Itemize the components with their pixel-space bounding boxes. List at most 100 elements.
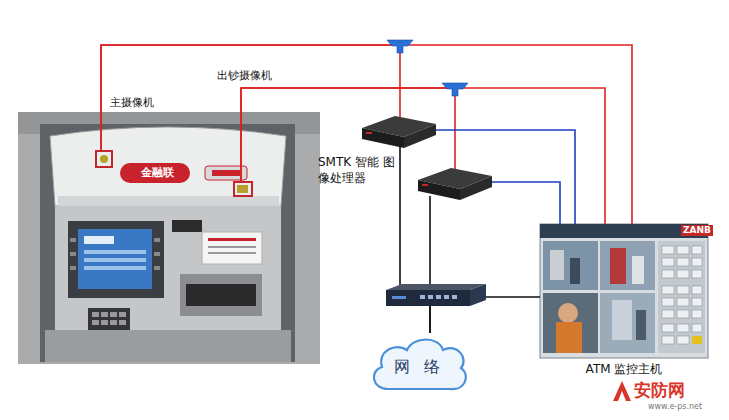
network-switch <box>386 284 486 306</box>
monitor-screenshot <box>636 310 646 340</box>
connector <box>101 45 400 150</box>
monitor-screenshot <box>677 286 689 294</box>
network-switch <box>470 284 486 306</box>
atm-machine <box>208 252 256 254</box>
atm-machine <box>172 220 202 232</box>
wire-continuation <box>436 129 494 131</box>
node-label: 网 络 <box>368 356 470 377</box>
wire-continuation <box>454 112 456 170</box>
image-processor <box>422 184 428 186</box>
monitor-screenshot <box>662 324 674 332</box>
atm-machine <box>84 236 114 244</box>
wire-continuation <box>492 182 560 224</box>
camera-box: 主摄像机 <box>95 150 113 168</box>
atm-machine <box>45 330 291 362</box>
atm-machine <box>88 308 130 330</box>
watermark: 安防网 <box>634 380 685 401</box>
image-processor <box>418 180 460 200</box>
watermark-logo <box>613 381 631 401</box>
monitor-screenshot <box>540 224 708 358</box>
network-switch <box>428 295 433 299</box>
atm-machine <box>78 229 152 289</box>
atm-machine <box>100 155 108 163</box>
monitor-screenshot <box>677 324 689 332</box>
monitor-screenshot <box>556 322 582 353</box>
brand-text: ZANB <box>681 225 713 236</box>
atm-machine <box>110 320 117 325</box>
atm-machine <box>208 246 256 248</box>
network-switch <box>436 295 441 299</box>
atm-machine <box>101 312 108 317</box>
monitor-screenshot <box>692 286 702 294</box>
logo-text: 金融联 <box>141 166 174 180</box>
monitor-screenshot <box>610 248 626 284</box>
network-switch <box>420 295 425 299</box>
atm-machine <box>18 112 320 364</box>
monitor-screenshot <box>692 298 702 306</box>
connector <box>241 88 605 224</box>
image-processor <box>366 132 372 134</box>
image-processor <box>362 128 404 148</box>
monitor-screenshot <box>662 286 674 294</box>
monitor-screenshot <box>692 324 702 332</box>
monitor-screenshot <box>662 310 674 318</box>
monitor-screenshot <box>677 246 689 254</box>
network-switch <box>392 296 406 299</box>
atm-machine <box>119 320 126 325</box>
atm-machine <box>92 320 99 325</box>
atm-machine <box>202 232 262 264</box>
monitor-screenshot <box>677 270 689 278</box>
monitor-screenshot <box>692 246 702 254</box>
wire-continuation <box>429 196 431 210</box>
monitor-screenshot <box>662 298 674 306</box>
monitor-screenshot <box>632 256 644 284</box>
watermark-url: www.e-ps.net <box>648 402 702 412</box>
monitor-screenshot <box>677 258 689 266</box>
atm-machine <box>55 206 281 330</box>
splitter-symbol <box>387 40 468 96</box>
atm-machine <box>58 196 279 206</box>
monitor-screenshot <box>692 270 702 278</box>
monitor-screenshot <box>692 310 702 318</box>
network-switch <box>452 295 457 299</box>
splitter-symbol <box>387 40 413 53</box>
node-label: 出钞摄像机 <box>217 69 272 83</box>
network-cloud: 网 络 <box>368 333 470 395</box>
monitor-screenshot <box>662 246 702 344</box>
wire-continuation <box>386 112 560 296</box>
monitor-screenshot <box>677 298 689 306</box>
splitter-symbol <box>442 83 468 96</box>
monitor-screenshot <box>692 336 702 344</box>
atm-machine <box>70 238 76 242</box>
node-label: ATM 监控主机 <box>540 361 708 377</box>
network-switch <box>386 290 470 306</box>
monitor-host: ATM 监控主机 <box>540 224 708 358</box>
atm-machine <box>154 266 160 270</box>
monitor-screenshot <box>600 293 655 353</box>
atm-machine <box>186 284 256 306</box>
monitor-screenshot <box>543 293 598 353</box>
atm-machine <box>154 252 160 256</box>
atm-machine <box>120 163 190 183</box>
monitor-screenshot <box>612 300 632 340</box>
monitor-screenshot <box>662 246 674 254</box>
connector <box>101 45 632 224</box>
image-processor <box>404 124 436 148</box>
monitor-screenshot <box>658 241 705 353</box>
watermark-logo <box>613 381 631 401</box>
network-switch <box>444 295 449 299</box>
image-processor <box>460 176 492 200</box>
atm-machine <box>237 185 248 193</box>
atm-machine <box>40 124 295 362</box>
monitor-screenshot <box>543 241 598 290</box>
monitor-screenshot <box>692 258 702 266</box>
monitor-screenshot <box>570 258 580 284</box>
atm-machine <box>92 312 99 317</box>
atm-machine <box>101 320 108 325</box>
monitor-screenshot <box>550 250 564 280</box>
atm-machine <box>70 252 76 256</box>
